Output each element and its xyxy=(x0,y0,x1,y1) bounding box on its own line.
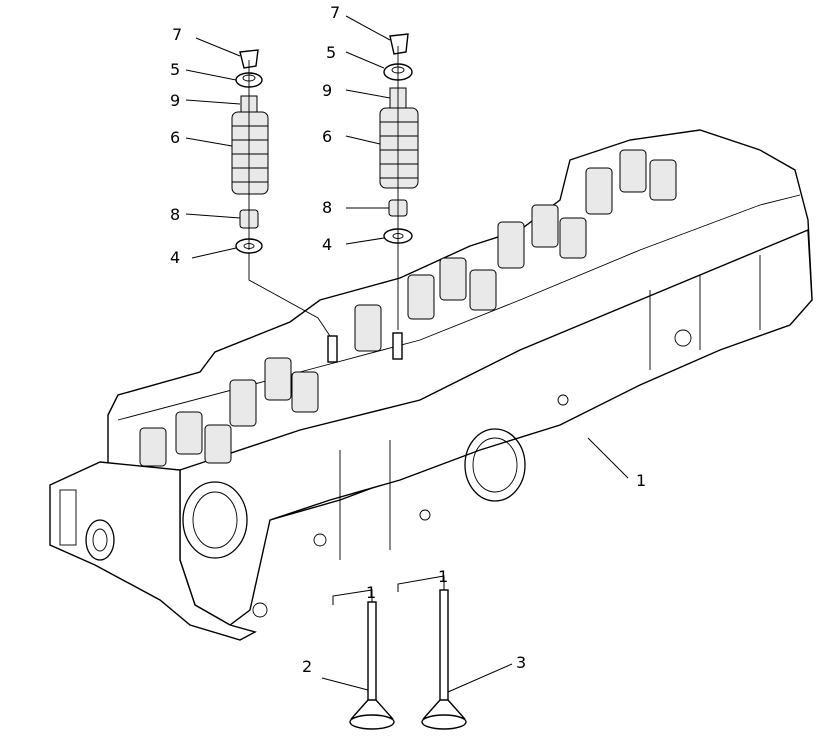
callout-1-cylinder-head: 1 xyxy=(636,471,646,490)
side-face-hole xyxy=(419,509,431,521)
callout-7: 7 xyxy=(172,25,182,44)
valve-keeper-7 xyxy=(239,49,259,69)
intake-valve-head xyxy=(349,714,395,730)
callout-8: 8 xyxy=(322,198,332,217)
callout-5: 5 xyxy=(170,60,180,79)
assembly-line xyxy=(248,253,331,337)
valve-stem-protrusion xyxy=(327,335,338,363)
end-face-port xyxy=(85,519,115,561)
valve-spring-group xyxy=(354,257,497,352)
callout-9: 9 xyxy=(170,91,180,110)
intake-valve xyxy=(332,589,395,730)
side-face-hole xyxy=(313,533,327,547)
callout-1-exhaust: 1 xyxy=(438,567,448,586)
callout-4: 4 xyxy=(322,235,332,254)
end-face-hole xyxy=(252,602,268,618)
side-face-round-boss-inner xyxy=(472,437,518,493)
callout-7: 7 xyxy=(330,3,340,22)
callout-6: 6 xyxy=(322,127,332,146)
callout-1-intake: 1 xyxy=(366,583,376,602)
valve-keeper-7 xyxy=(389,33,409,55)
camshaft-bore-inner xyxy=(192,491,238,549)
valve-stem-protrusion xyxy=(392,332,403,360)
intake-valve-bracket xyxy=(332,589,373,605)
valve-spring-group xyxy=(139,357,319,467)
camshaft-bore xyxy=(182,481,248,559)
callout-5: 5 xyxy=(326,43,336,62)
callout-4: 4 xyxy=(170,248,180,267)
spring-6 xyxy=(231,111,269,195)
callout-9: 9 xyxy=(322,81,332,100)
valve-spring-group xyxy=(497,149,677,269)
end-face-boss xyxy=(59,489,77,546)
exhaust-valve-stem xyxy=(439,589,449,711)
callout-8: 8 xyxy=(170,205,180,224)
callout-6: 6 xyxy=(170,128,180,147)
cylinder-head-side-face xyxy=(179,228,813,626)
exploded-spring-stack-right xyxy=(379,33,419,330)
leader-lines xyxy=(185,15,629,693)
exhaust-valve-head xyxy=(421,714,467,730)
cylinder-head-end-face xyxy=(49,461,257,641)
callout-labels: 7 5 9 6 8 4 7 5 9 6 8 4 1 1 1 2 3 xyxy=(170,3,646,676)
end-face-port-inner xyxy=(92,528,108,552)
callout-3: 3 xyxy=(516,653,526,672)
exhaust-valve-bracket xyxy=(397,575,445,592)
spring-6 xyxy=(379,107,419,189)
exploded-spring-stack-left xyxy=(231,49,331,337)
side-face-hole xyxy=(557,394,569,406)
side-face-small-hole xyxy=(674,329,692,347)
cylinder-head xyxy=(49,129,813,641)
callout-2: 2 xyxy=(302,657,312,676)
exhaust-valve xyxy=(397,575,467,730)
intake-valve-stem xyxy=(367,601,377,711)
side-face-round-boss xyxy=(464,428,526,502)
